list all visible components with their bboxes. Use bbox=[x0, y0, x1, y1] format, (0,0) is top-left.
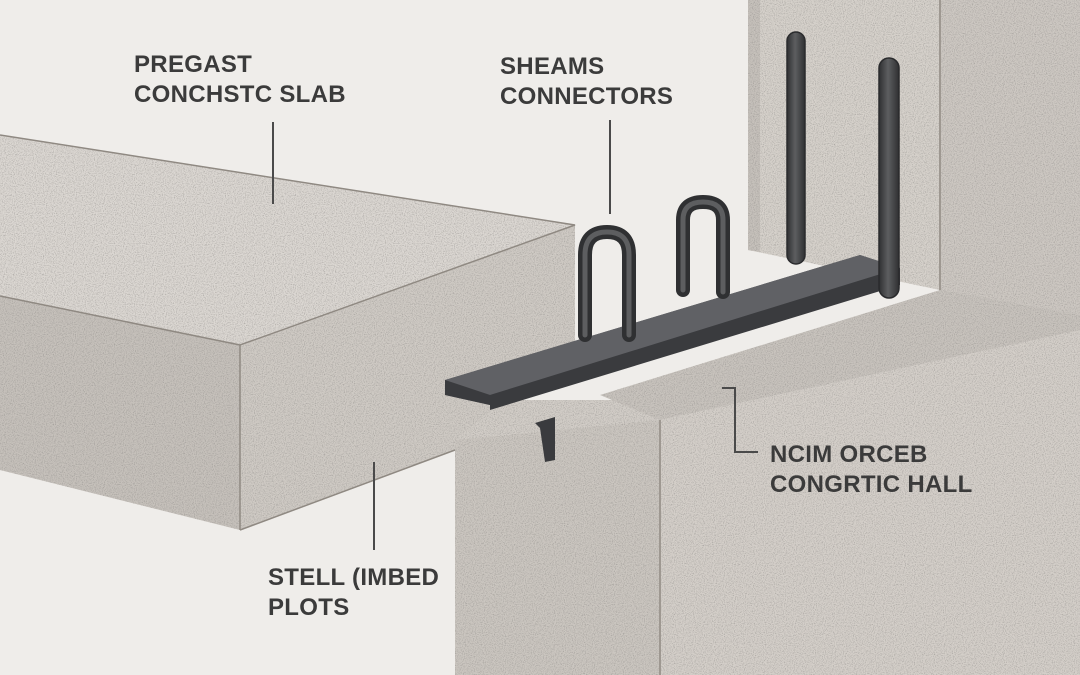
slab-bottom-edge bbox=[239, 449, 456, 531]
label-precast-slab-line1: PREGAST bbox=[134, 51, 253, 78]
shear-connector-1 bbox=[578, 224, 636, 342]
label-precast-slab: PREGAST CONCHSTC SLAB bbox=[134, 50, 346, 110]
label-shear-connectors-line1: SHEAMS bbox=[500, 53, 605, 80]
label-precast-slab-line2: CONCHSTC SLAB bbox=[134, 81, 346, 108]
shear-connector-2 bbox=[676, 194, 730, 299]
label-steel-plates-line1: STELL (IMBED bbox=[268, 564, 440, 591]
slab-top-edge bbox=[0, 134, 576, 346]
label-concrete-wall: NCIM ORCEB CONGRTIC HALL bbox=[770, 440, 973, 500]
steel-embed-plate bbox=[445, 255, 900, 462]
precast-slab bbox=[0, 135, 575, 530]
anchor-rod-2 bbox=[878, 57, 900, 299]
label-steel-plates-line2: PLOTS bbox=[268, 594, 350, 621]
label-steel-plates: STELL (IMBED PLOTS bbox=[268, 563, 439, 623]
concrete-wall-lower bbox=[455, 290, 1080, 675]
label-shear-connectors-line2: CONNECTORS bbox=[500, 83, 674, 110]
label-shear-connectors: SHEAMS CONNECTORS bbox=[500, 52, 673, 112]
anchor-rod-1 bbox=[786, 31, 806, 265]
label-concrete-wall-line1: NCIM ORCEB bbox=[770, 441, 928, 468]
label-concrete-wall-line2: CONGRTIC HALL bbox=[770, 471, 973, 498]
leader-line-wall bbox=[722, 387, 758, 453]
